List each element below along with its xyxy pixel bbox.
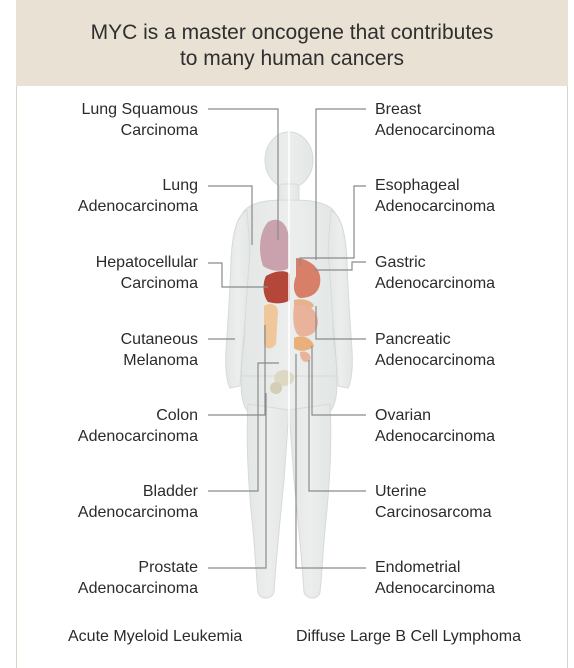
colon-organ <box>264 304 278 349</box>
label-colon-adenocarcinoma: Colon Adenocarcinoma <box>78 405 198 447</box>
label-breast-adenocarcinoma: Breast Adenocarcinoma <box>375 99 495 141</box>
label-ovarian-adenocarcinoma: Ovarian Adenocarcinoma <box>375 405 495 447</box>
label-bladder-adenocarcinoma: Bladder Adenocarcinoma <box>78 481 198 523</box>
label-diffuse-large-b-cell-lymphoma: Diffuse Large B Cell Lymphoma <box>296 626 521 647</box>
label-cutaneous-melanoma: Cutaneous Melanoma <box>121 329 198 371</box>
label-prostate-adenocarcinoma: Prostate Adenocarcinoma <box>78 557 198 599</box>
label-uterine-carcinosarcoma: Uterine Carcinosarcoma <box>375 481 491 523</box>
label-lung-squamous-carcinoma: Lung Squamous Carcinoma <box>81 99 198 141</box>
label-esophageal-adenocarcinoma: Esophageal Adenocarcinoma <box>375 175 495 217</box>
label-gastric-adenocarcinoma: Gastric Adenocarcinoma <box>375 252 495 294</box>
label-endometrial-adenocarcinoma: Endometrial Adenocarcinoma <box>375 557 495 599</box>
prostate-organ <box>270 382 282 394</box>
label-hepatocellular-carcinoma: Hepatocellular Carcinoma <box>96 252 198 294</box>
label-acute-myeloid-leukemia: Acute Myeloid Leukemia <box>68 626 242 647</box>
lung-organ <box>260 220 289 271</box>
label-pancreatic-adenocarcinoma: Pancreatic Adenocarcinoma <box>375 329 495 371</box>
label-lung-adenocarcinoma: Lung Adenocarcinoma <box>78 175 198 217</box>
